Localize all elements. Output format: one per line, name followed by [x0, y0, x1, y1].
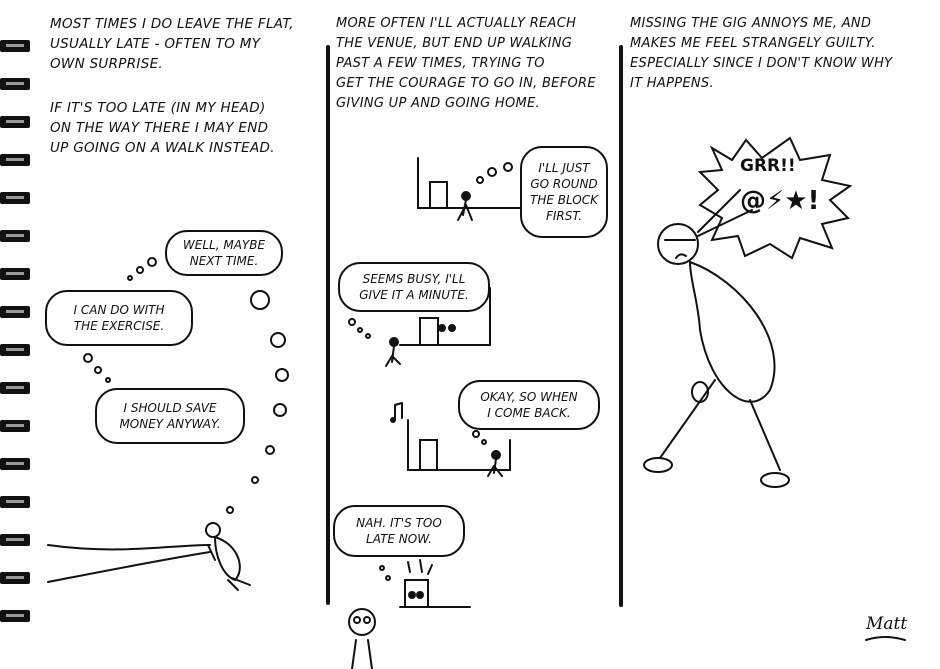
binding-ring: [0, 496, 30, 508]
binding-ring: [0, 230, 30, 242]
thought-bubble: I can do with the exercise.: [45, 290, 193, 346]
binding-ring: [0, 40, 30, 52]
shout-text: GRR!!: [740, 156, 796, 176]
binding-ring: [0, 192, 30, 204]
figure-head: [205, 522, 221, 538]
thought-dots: [83, 257, 289, 514]
thought-bubble: I'll just go round the block first.: [520, 146, 608, 238]
binding-ring: [0, 268, 30, 280]
caption-col2: More often I'll actually reach the venue…: [336, 16, 596, 111]
road: [47, 544, 211, 583]
caption-col1-p1: Most times I do leave the flat, usually …: [50, 16, 294, 72]
binding-ring: [0, 420, 30, 432]
caption-col1-p2: If it's too late (in my head) on the way…: [50, 100, 275, 156]
binding-ring: [0, 572, 30, 584]
thought-bubble: Seems busy, I'll give it a minute.: [338, 262, 490, 312]
binding-ring: [0, 306, 30, 318]
thought-bubble: Okay, so when I come back.: [458, 380, 600, 430]
angry-speech-burst: [697, 136, 853, 260]
panel-divider: [619, 45, 623, 607]
binding-ring: [0, 458, 30, 470]
panel-divider: [326, 45, 330, 605]
binding-ring: [0, 78, 30, 90]
binding-ring: [0, 154, 30, 166]
binding-ring: [0, 382, 30, 394]
thought-bubble: I should save money anyway.: [95, 388, 245, 444]
figure-head: [348, 608, 376, 636]
binding-ring: [0, 610, 30, 622]
binding-ring: [0, 116, 30, 128]
thought-bubble: Nah. It's too late now.: [333, 505, 465, 557]
binding-ring: [0, 344, 30, 356]
signature: Matt: [866, 614, 908, 634]
thought-bubble: Well, maybe next time.: [165, 230, 283, 276]
caption-col3: Missing the gig annoys me, and makes me …: [630, 16, 893, 91]
grawlix-text: @⚡★!: [740, 186, 820, 216]
binding-ring: [0, 534, 30, 546]
